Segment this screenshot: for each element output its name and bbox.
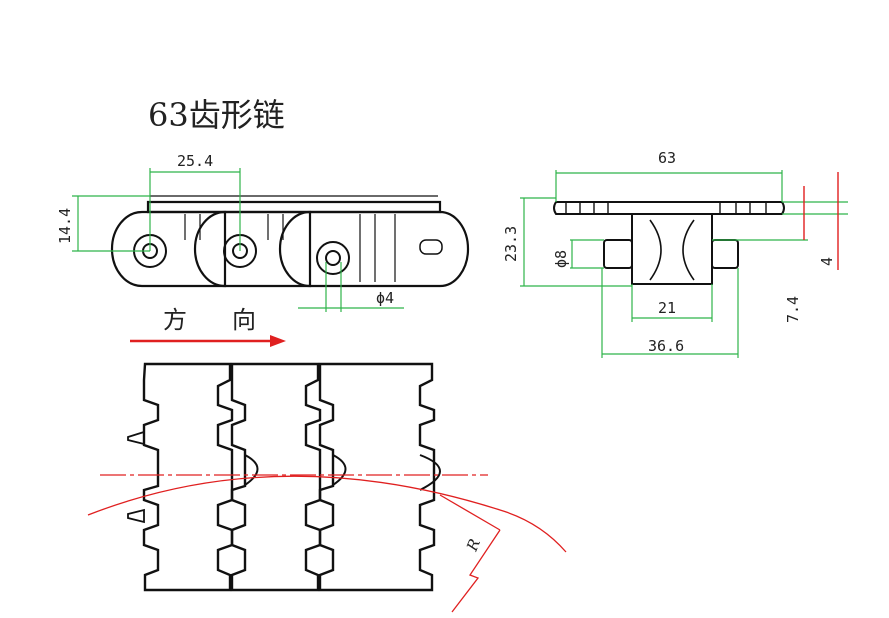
bottom-offset-label: 7.4	[784, 296, 802, 323]
chain-link	[318, 362, 436, 592]
front-view	[553, 201, 785, 285]
side-view-dimensions	[72, 168, 404, 312]
pitch-label: 25.4	[177, 152, 213, 170]
drawing-title: 63齿形链	[148, 96, 285, 134]
top-thickness-label: 4	[818, 257, 836, 266]
height-left-label: 14.4	[56, 208, 74, 244]
front-view-dimensions	[520, 170, 848, 358]
pin	[325, 250, 341, 266]
body-dia-label: ϕ8	[552, 250, 570, 268]
top-view-links	[127, 362, 441, 592]
front-view-red-marks	[803, 172, 839, 270]
radius-label: R	[463, 536, 484, 554]
outer-width-label: 36.6	[648, 337, 684, 355]
chain-link	[230, 362, 322, 592]
chain-link	[142, 362, 234, 592]
width-label: 63	[658, 149, 676, 167]
top-view-centerlines	[87, 474, 567, 613]
pin-holes	[133, 234, 350, 275]
inner-width-label: 21	[658, 299, 676, 317]
pin-hole	[316, 241, 350, 275]
direction-arrow	[130, 335, 286, 347]
pin-dia-label: ϕ4	[376, 289, 394, 307]
direction-char-2: 向	[232, 306, 256, 334]
total-height-label: 23.3	[502, 226, 520, 262]
direction-char-1: 方	[163, 306, 187, 334]
side-view	[110, 195, 470, 288]
